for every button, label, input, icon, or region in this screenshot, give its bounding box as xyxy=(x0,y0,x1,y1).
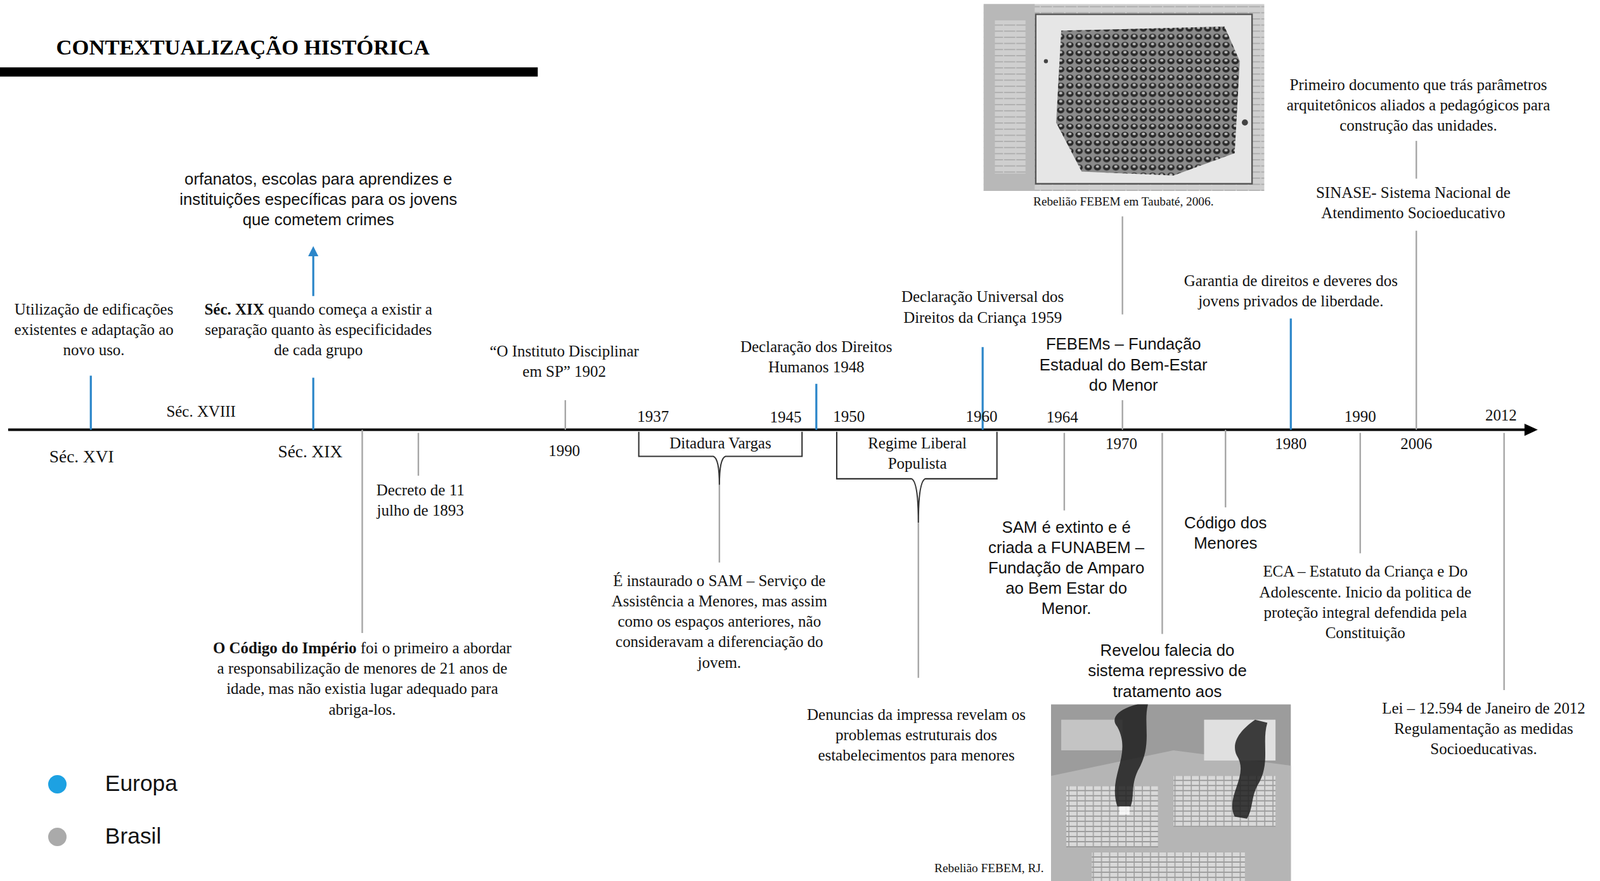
timeline-label: 2006 xyxy=(1385,433,1448,454)
photo-taubate xyxy=(983,3,1265,191)
timeline-label: 1960 xyxy=(950,406,1013,427)
timeline-label: 1980 xyxy=(1260,433,1322,454)
timeline-label: 1990 xyxy=(533,440,596,461)
timeline-label: 1945 xyxy=(754,406,817,428)
legend-text: Brasil xyxy=(105,822,162,849)
timeline-label: Utilização de edificações existentes e a… xyxy=(4,299,184,361)
timeline-label: É instaurado o SAM – Serviço de Assistên… xyxy=(599,570,840,673)
timeline-label: Séc. XVIII xyxy=(150,401,253,422)
up-arrowhead xyxy=(308,245,319,257)
timeline-label: Regime Liberal Populista xyxy=(840,432,994,474)
timeline-label: Denuncias da impressa revelam os problem… xyxy=(801,704,1033,766)
timeline-label: 1950 xyxy=(818,406,880,427)
timeline-label: 1937 xyxy=(622,406,684,427)
timeline-label: 1970 xyxy=(1090,433,1153,454)
timeline-label: Código dos Menores xyxy=(1169,512,1282,553)
brazil-leaders xyxy=(361,140,1504,690)
timeline-label: Garantia de direitos e deveres dos joven… xyxy=(1172,270,1410,312)
timeline-label: Declaração Universal dos Direitos da Cri… xyxy=(893,286,1072,328)
timeline-label: Declaração dos Direitos Humanos 1948 xyxy=(732,336,901,378)
photo-rj xyxy=(1051,704,1291,881)
timeline-label: 1990 xyxy=(1329,406,1391,427)
period-bracket xyxy=(638,431,803,485)
period-bracket xyxy=(836,431,998,523)
timeline-label: Rebelião FEBEM em Taubaté, 2006. xyxy=(1011,193,1236,210)
timeline-label: FEBEMs – Fundação Estadual do Bem-Estar … xyxy=(1030,333,1217,395)
legend-text: Europa xyxy=(105,769,178,797)
timeline-label: Lei – 12.594 de Janeiro de 2012 Regulame… xyxy=(1370,697,1597,760)
timeline-label: Séc. XIX quando começa a existir a separ… xyxy=(197,299,439,361)
timeline-label: Revelou falecia do sistema repressivo de… xyxy=(1079,639,1256,702)
europe-leaders xyxy=(90,254,1291,430)
timeline-label: Decreto de 11 julho de 1893 xyxy=(369,479,472,521)
timeline-label: 2012 xyxy=(1470,405,1533,426)
timeline-label: 1964 xyxy=(1031,406,1093,428)
timeline-label: SINASE- Sistema Nacional de Atendimento … xyxy=(1303,182,1523,224)
diagram-title: CONTEXTUALIZAÇÃO HISTÓRICA xyxy=(56,34,430,60)
timeline-label: O Código do Império foi o primeiro a abo… xyxy=(211,637,513,720)
timeline-label: orfanatos, escolas para aprendizes e ins… xyxy=(167,168,470,231)
timeline-label: Rebelião FEBEM, RJ. xyxy=(900,860,1044,877)
timeline-label: Séc. XVI xyxy=(35,445,128,468)
timeline-label: Primeiro documento que trás parâmetros a… xyxy=(1269,74,1568,137)
time-axis xyxy=(8,428,1527,432)
timeline-label: Ditadura Vargas xyxy=(644,432,797,454)
legend-swatch xyxy=(48,827,67,846)
timeline-label: ECA – Estatuto da Criança e Do Adolescen… xyxy=(1255,561,1476,643)
title-bar xyxy=(0,67,538,77)
timeline-label: Séc. XIX xyxy=(264,440,357,463)
timeline-label: “O Instituto Disciplinar em SP” 1902 xyxy=(479,341,649,382)
timeline-label: SAM é extinto e é criada a FUNABEM – Fun… xyxy=(984,516,1149,619)
legend-swatch xyxy=(48,774,67,794)
axis-arrowhead xyxy=(1524,423,1538,436)
